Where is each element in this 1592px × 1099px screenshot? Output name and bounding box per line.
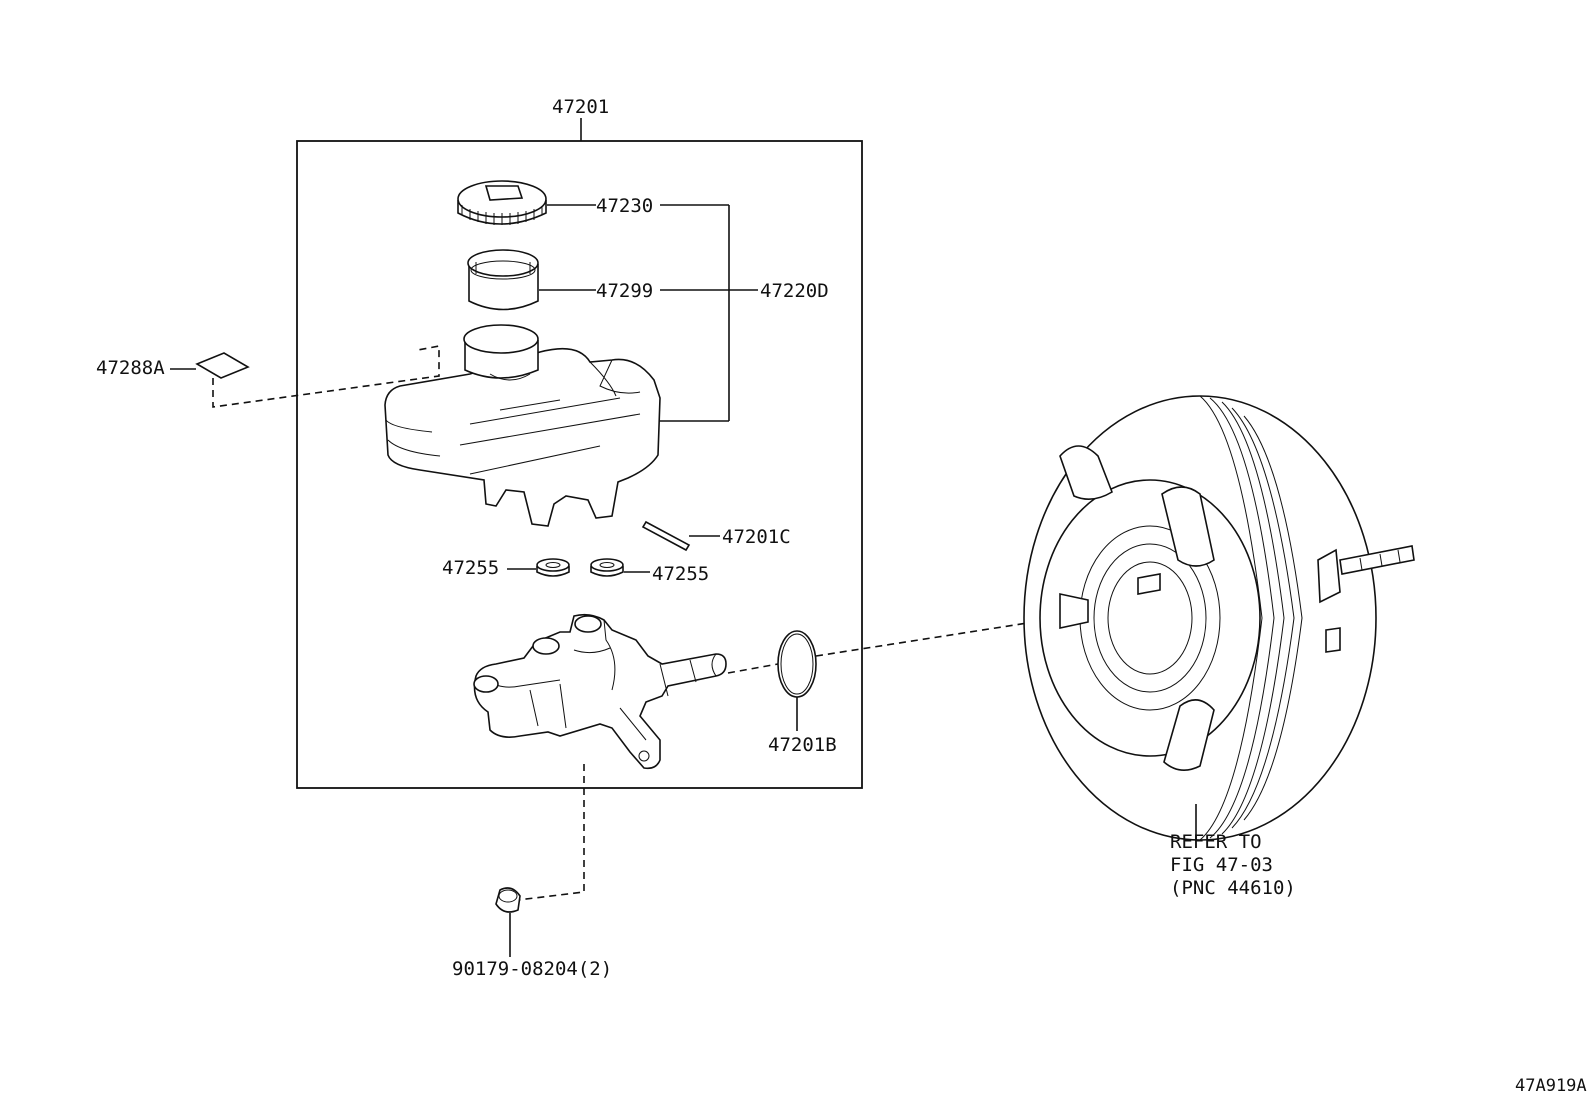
master-cylinder-body: [473, 613, 727, 770]
label-47201C[interactable]: 47201C: [722, 526, 791, 548]
grommet-right: [590, 558, 624, 577]
label-47230[interactable]: 47230: [596, 195, 653, 217]
brake-fluid-reservoir: [384, 324, 661, 527]
label-90179-08204[interactable]: 90179-08204(2): [452, 958, 612, 980]
booster-ref-line2[interactable]: FIG 47-03: [1170, 854, 1273, 876]
assembly-frame: [296, 140, 863, 789]
label-47288A[interactable]: 47288A: [96, 357, 165, 379]
plug: [495, 887, 521, 913]
label-47201[interactable]: 47201: [552, 96, 609, 118]
grommet-left: [536, 558, 570, 577]
booster-ref-line1[interactable]: REFER TO: [1170, 831, 1262, 853]
brake-booster: [1023, 395, 1415, 841]
figure-code: 47A919A: [1515, 1076, 1587, 1096]
reservoir-plate: [195, 352, 250, 379]
reservoir-pin: [641, 520, 691, 552]
label-47201B[interactable]: 47201B: [768, 734, 837, 756]
label-47255-right[interactable]: 47255: [652, 563, 709, 585]
booster-ref-line3[interactable]: (PNC 44610): [1170, 877, 1296, 899]
label-47255-left[interactable]: 47255: [442, 557, 499, 579]
label-47220D[interactable]: 47220D: [760, 280, 829, 302]
reservoir-cap: [457, 180, 547, 225]
reservoir-strainer: [467, 249, 539, 311]
o-ring: [777, 630, 817, 698]
label-47299[interactable]: 47299: [596, 280, 653, 302]
